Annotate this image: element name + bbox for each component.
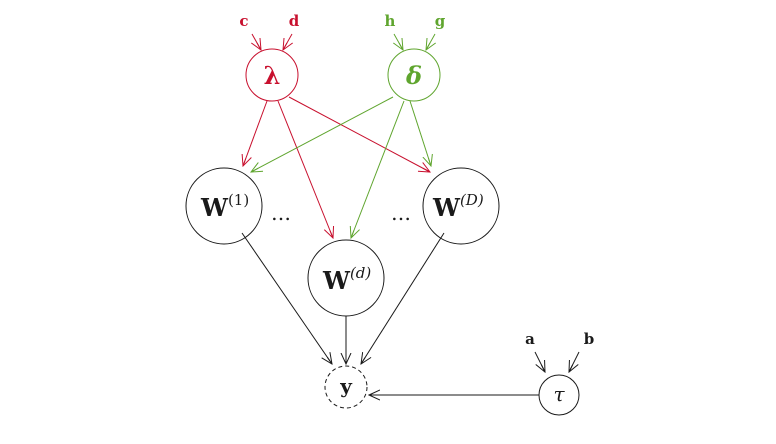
delta-node: [387, 48, 441, 102]
input-label-d: d: [289, 12, 300, 30]
edge-a-to-tau: [534, 351, 545, 372]
tau-node: [538, 374, 580, 416]
edge-d-to-lambda: [283, 33, 292, 50]
delta-label: δ: [405, 61, 422, 90]
edge-lambda-to-wd: [277, 100, 333, 238]
edge-delta-to-wD: [409, 100, 431, 166]
wD-label: W(D): [432, 191, 484, 222]
w1-label: W(1): [200, 191, 249, 222]
ellipsis-left: …: [271, 201, 291, 225]
input-label-g: g: [435, 12, 446, 30]
edge-b-to-tau: [569, 351, 580, 372]
edge-delta-to-w1: [251, 96, 394, 172]
input-label-c: c: [239, 12, 248, 30]
lambda-node: [245, 48, 299, 102]
tau-label: τ: [553, 382, 565, 406]
w1-node: [185, 167, 263, 245]
edge-w1-to-y: [241, 232, 332, 364]
edge-delta-to-wd: [351, 100, 405, 238]
edge-lambda-to-w1: [243, 100, 268, 166]
edge-lambda-to-wD: [288, 96, 430, 172]
edge-wD-to-y: [361, 232, 445, 364]
wd-label: W(d): [322, 264, 371, 295]
ellipsis-right: …: [391, 201, 411, 225]
wd-node: [307, 239, 385, 317]
input-label-a: a: [525, 330, 535, 348]
edge-h-to-delta: [394, 33, 403, 50]
edge-g-to-delta: [426, 33, 435, 50]
edge-c-to-lambda: [252, 33, 261, 50]
y-label: y: [339, 374, 353, 398]
wD-node: [422, 167, 500, 245]
lambda-label: λ: [264, 61, 281, 90]
input-label-b: b: [584, 330, 595, 348]
y-node: [324, 365, 368, 409]
input-label-h: h: [385, 12, 396, 30]
